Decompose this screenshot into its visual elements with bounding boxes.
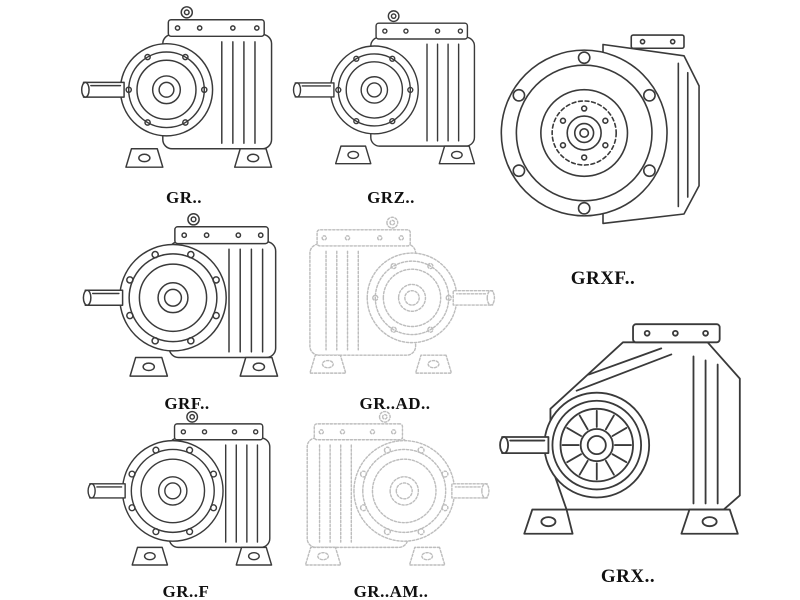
gearbox-label-gr: GR.. [166, 188, 202, 207]
gearbox-label-grad: GR..AD.. [359, 394, 431, 413]
gearbox-drawing-grad [292, 210, 498, 392]
gearbox-drawing-gr [78, 0, 290, 186]
gearbox-figure-gr: GR.. [78, 0, 290, 208]
gearbox-label-gram: GR..AM.. [353, 582, 429, 600]
gearbox-drawing-grxf [490, 0, 716, 266]
gearbox-label-grf: GRF.. [164, 394, 210, 413]
gearbox-drawing-grff [78, 408, 294, 580]
gearbox-figure-gram: GR..AM.. [288, 408, 494, 600]
gearbox-figure-grff: GR..F [78, 408, 294, 600]
gearbox-drawing-grx [492, 302, 764, 564]
gearbox-figure-grx: GRX.. [492, 302, 764, 588]
gearbox-figure-grf: GRF.. [78, 210, 296, 414]
gearbox-drawing-grz [290, 0, 492, 186]
gearbox-label-grz: GRZ.. [367, 188, 415, 207]
gearbox-figure-grz: GRZ.. [290, 0, 492, 208]
gearbox-drawing-grf [78, 210, 296, 392]
gearbox-drawing-gram [288, 408, 494, 580]
gearbox-figure-grad: GR..AD.. [292, 210, 498, 414]
gearbox-figure-grxf: GRXF.. [490, 0, 716, 290]
gearbox-label-grff: GR..F [162, 582, 210, 600]
gearbox-label-grxf: GRXF.. [570, 268, 636, 289]
gearbox-label-grx: GRX.. [600, 566, 656, 587]
